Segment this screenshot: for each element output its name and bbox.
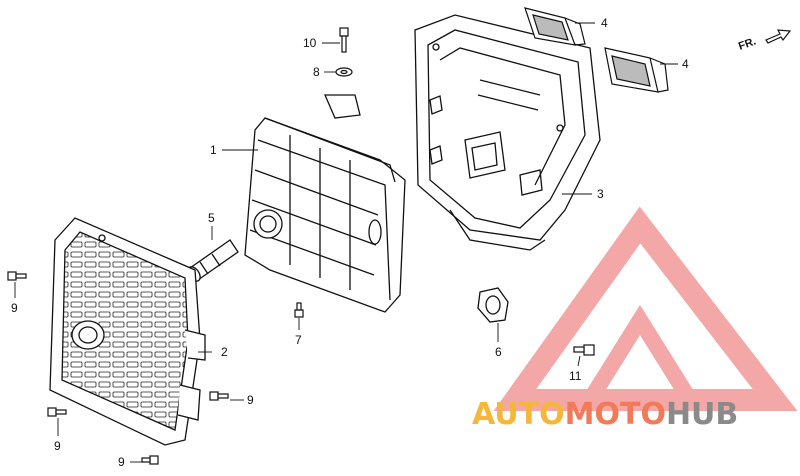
- callout-9-bottom: 9: [118, 455, 125, 469]
- callout-4-lower: 4: [682, 57, 689, 71]
- callout-labels: 1 2 3 4 4 5 6 7 8 9 9 9 9 10 11: [11, 16, 689, 469]
- callout-10: 10: [303, 36, 317, 50]
- front-direction-label: FR.: [737, 35, 758, 52]
- part-9-bolt-d: [141, 455, 159, 465]
- callout-3: 3: [597, 187, 604, 201]
- callout-1: 1: [210, 143, 217, 157]
- callout-7: 7: [295, 333, 302, 347]
- watermark-hub: HUB: [666, 397, 738, 432]
- part-9-bolt-c: [47, 407, 67, 417]
- part-7-nut: [294, 302, 304, 318]
- part-4-screen-a: [524, 7, 586, 46]
- part-9-bolt-b: [209, 391, 229, 401]
- part-1-muffler: [244, 94, 406, 313]
- leader-lines: [14, 22, 678, 463]
- callout-9-right: 9: [247, 393, 254, 407]
- part-10-bolt: [339, 27, 349, 53]
- callout-9-left: 9: [11, 301, 18, 315]
- callout-4-upper: 4: [601, 16, 608, 30]
- part-3-shroud: [414, 14, 601, 251]
- watermark-logo: [493, 206, 798, 411]
- arrow-icon: [765, 29, 792, 44]
- callout-5: 5: [208, 211, 215, 225]
- part-11-bolt: [573, 344, 595, 356]
- svg-text:AUTOMOTOHUB: AUTOMOTOHUB: [472, 397, 738, 432]
- callout-9-bottom-left: 9: [54, 439, 61, 453]
- callout-2: 2: [221, 345, 228, 359]
- watermark-moto: MOTO: [565, 397, 666, 432]
- watermark-auto: AUTO: [472, 397, 565, 432]
- watermark-text: AUTOMOTOHUB: [472, 397, 738, 432]
- callout-8: 8: [313, 65, 320, 79]
- part-8-washer: [335, 67, 353, 77]
- part-6-gasket: [477, 287, 509, 323]
- front-direction-arrow: FR.: [737, 29, 792, 53]
- part-4-screen-b: [604, 47, 669, 93]
- callout-6: 6: [495, 345, 502, 359]
- callout-11: 11: [569, 369, 582, 383]
- part-9-bolt-a: [7, 271, 27, 281]
- part-2-protector: [49, 217, 206, 446]
